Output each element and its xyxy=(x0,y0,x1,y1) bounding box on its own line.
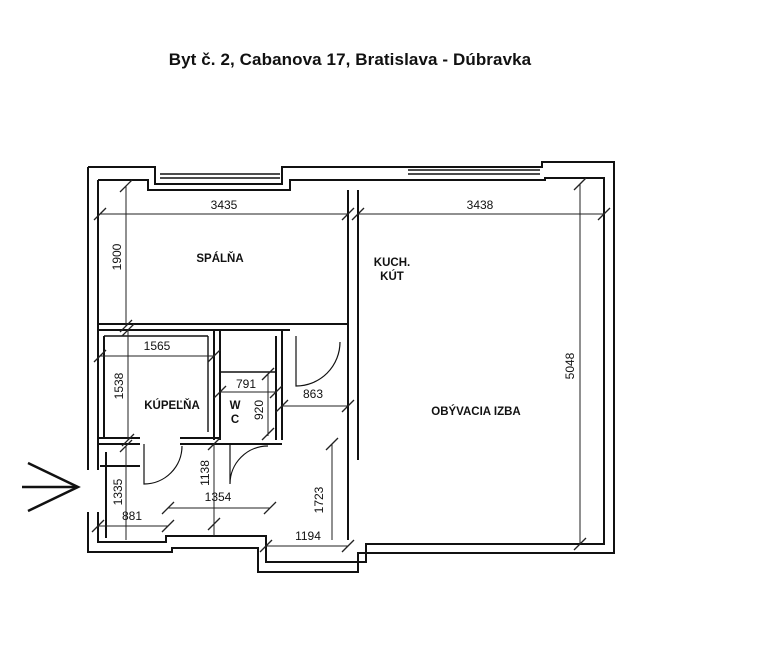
dim-hall-bottom: 1194 xyxy=(295,529,321,543)
dim-hall-depth: 1138 xyxy=(198,460,212,486)
dim-corridor-width: 863 xyxy=(303,387,323,401)
outer-walls xyxy=(87,161,615,573)
room-label-kitchen-2: KÚT xyxy=(380,270,404,283)
dim-entry-depth: 1335 xyxy=(111,478,125,505)
room-label-kitchen-1: KUCH. xyxy=(374,257,410,269)
dim-bath-depth: 1538 xyxy=(112,372,126,399)
dim-hall-width: 1354 xyxy=(205,490,232,504)
dim-living-width: 3438 xyxy=(467,198,494,212)
interior-walls xyxy=(98,190,359,540)
dim-wc-depth: 920 xyxy=(252,400,266,420)
dim-living-depth: 5048 xyxy=(563,352,577,379)
arrow-right-icon xyxy=(22,461,81,513)
plan-title: Byt č. 2, Cabanova 17, Bratislava - Dúbr… xyxy=(168,50,532,69)
room-label-bathroom: KÚPEĽŇA xyxy=(144,399,200,412)
dim-bedroom-depth: 1900 xyxy=(110,243,124,270)
dim-wc-width: 791 xyxy=(236,377,256,391)
dim-bath-width: 1565 xyxy=(144,339,171,353)
dim-entry-width: 881 xyxy=(122,509,142,523)
room-label-wc-2: C xyxy=(231,414,239,426)
dim-bedroom-width: 3435 xyxy=(211,198,238,212)
dimension-lines xyxy=(91,177,611,553)
room-label-bedroom: SPÁLŇA xyxy=(196,252,243,265)
room-label-wc-1: W xyxy=(230,400,241,412)
room-label-living: OBÝVACIA IZBA xyxy=(431,405,520,418)
dim-hall-length: 1723 xyxy=(312,486,326,513)
doors xyxy=(143,336,341,485)
